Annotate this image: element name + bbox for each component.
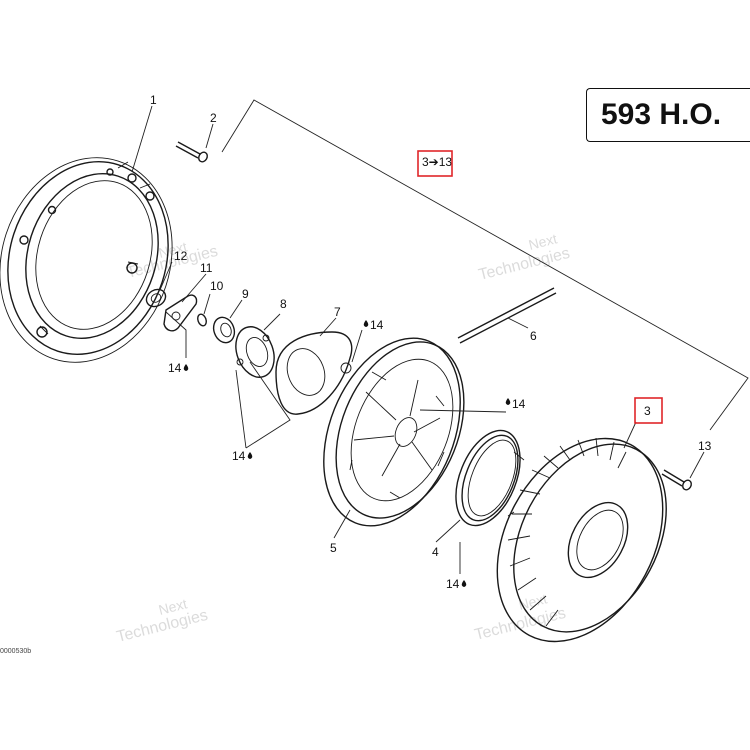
svg-text:14: 14 bbox=[370, 318, 384, 332]
assembly-bracket bbox=[221, 99, 749, 431]
callout-9: 9 bbox=[242, 287, 249, 301]
svg-text:14: 14 bbox=[512, 397, 526, 411]
oil-drop-icon bbox=[247, 452, 253, 459]
part-1-housing-ring bbox=[0, 157, 173, 363]
svg-text:Next: Next bbox=[157, 595, 189, 618]
svg-text:Next: Next bbox=[517, 590, 549, 613]
part-13-bolt bbox=[661, 469, 692, 491]
part-8-hub bbox=[235, 326, 275, 378]
part-2-screw bbox=[175, 141, 208, 163]
callout-14-b: 14 bbox=[232, 449, 253, 463]
part-6-rope bbox=[457, 287, 557, 344]
callout-7: 7 bbox=[334, 305, 341, 319]
model-title: 593 H.O. bbox=[601, 98, 722, 131]
part-5-pulley bbox=[323, 337, 465, 527]
callout-14-c: 14 bbox=[363, 318, 384, 332]
model-title-box: 593 H.O. bbox=[586, 88, 750, 142]
callout-13: 13 bbox=[698, 439, 712, 453]
callout-5: 5 bbox=[330, 541, 337, 555]
svg-text:14: 14 bbox=[446, 577, 460, 591]
svg-text:Next: Next bbox=[157, 238, 189, 261]
oil-drop-icon bbox=[183, 364, 189, 371]
callout-1: 1 bbox=[150, 93, 157, 107]
part-7-cam-plate bbox=[275, 331, 353, 415]
part-9-bushing bbox=[212, 316, 236, 344]
reference-code: 0000530b bbox=[0, 648, 32, 655]
callout-14-a: 14 bbox=[168, 361, 189, 375]
callout-4: 4 bbox=[432, 545, 439, 559]
highlight-box-3-13 bbox=[417, 150, 453, 177]
part-12-washer bbox=[145, 288, 167, 308]
watermark: Next Technologies Next Technologies Next… bbox=[115, 230, 572, 645]
callout-11: 11 bbox=[200, 261, 213, 275]
part-11-plate bbox=[163, 294, 198, 332]
callout-12: 12 bbox=[174, 249, 188, 263]
svg-text:Next: Next bbox=[527, 230, 559, 253]
oil-drop-icon bbox=[505, 398, 511, 405]
callout-10: 10 bbox=[210, 279, 224, 293]
highlight-box-3 bbox=[634, 397, 663, 424]
svg-text:Technologies: Technologies bbox=[477, 245, 572, 284]
oil-drop-icon bbox=[363, 320, 369, 327]
leader-lines bbox=[131, 105, 705, 574]
callout-3: 3 bbox=[644, 404, 651, 418]
part-3-starter-housing bbox=[496, 437, 667, 643]
callout-6: 6 bbox=[530, 329, 537, 343]
part-10-pin bbox=[197, 313, 207, 327]
callout-14-e: 14 bbox=[446, 577, 467, 591]
oil-drop-icon bbox=[461, 580, 467, 587]
callouts: 1 2 3➔13 3 4 5 6 7 8 9 10 11 12 13 14 14… bbox=[150, 93, 712, 591]
callout-2: 2 bbox=[210, 111, 217, 125]
callout-8: 8 bbox=[280, 297, 287, 311]
svg-text:14: 14 bbox=[168, 361, 182, 375]
callout-3-13: 3➔13 bbox=[422, 155, 452, 169]
part-4-spring bbox=[455, 429, 525, 527]
callout-14-d: 14 bbox=[505, 397, 526, 411]
svg-text:14: 14 bbox=[232, 449, 246, 463]
